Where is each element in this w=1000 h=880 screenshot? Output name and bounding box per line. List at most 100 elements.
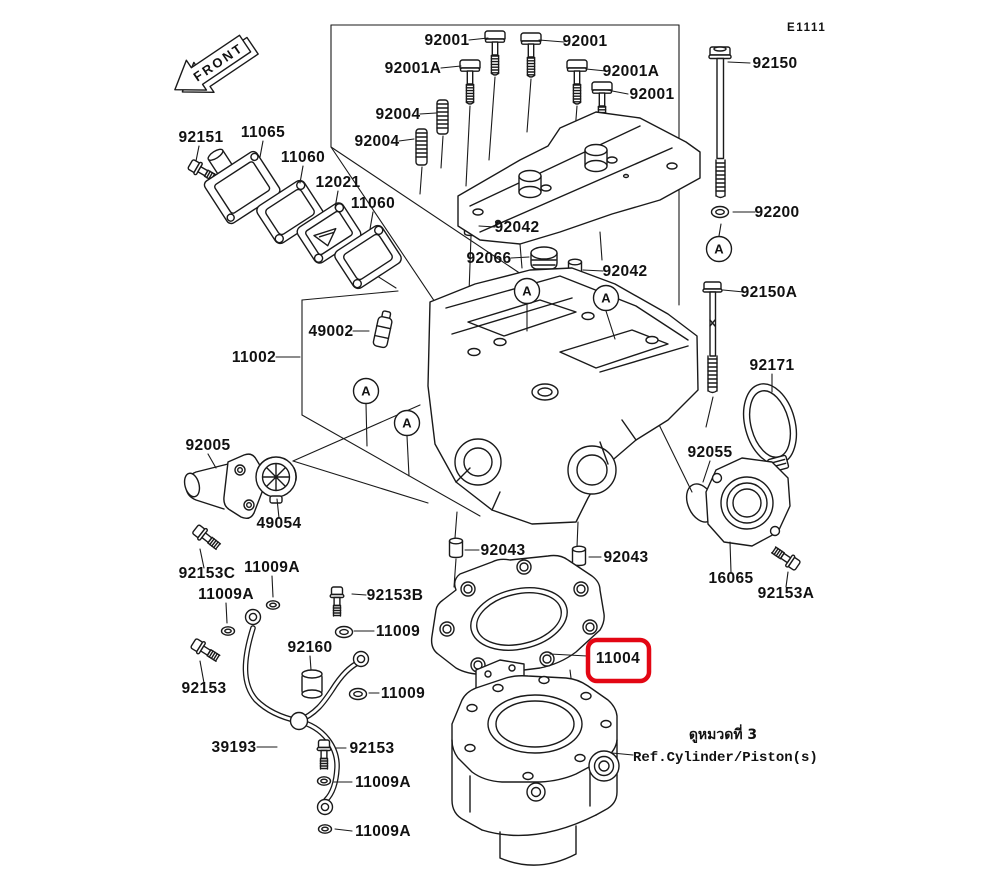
bolt-92153b-drawing — [329, 586, 345, 617]
bolt-92150a-drawing — [702, 281, 723, 394]
view-callout-a: A — [393, 409, 421, 437]
leader-line — [351, 593, 367, 596]
leader-line — [538, 39, 565, 43]
leader-line — [199, 660, 205, 684]
part-label-11009A[interactable]: 11009A — [244, 559, 300, 576]
part-label-92043[interactable]: 92043 — [603, 549, 648, 566]
svg-text:A: A — [714, 242, 724, 257]
svg-text:A: A — [402, 416, 412, 431]
part-label-92160[interactable]: 92160 — [287, 639, 332, 656]
boundary-line — [301, 414, 481, 517]
reference-note-thai: ดูหมวดที่ 3 — [689, 724, 757, 743]
part-label-11009A[interactable]: 11009A — [355, 823, 411, 840]
part-label-11060[interactable]: 11060 — [351, 195, 395, 212]
svg-text:A: A — [361, 384, 371, 399]
leader-line — [369, 211, 374, 230]
bolt-92001-drawing — [520, 32, 542, 78]
leader-line — [334, 828, 353, 832]
alignment-line — [454, 511, 458, 539]
part-label-92001A[interactable]: 92001A — [385, 60, 442, 77]
alignment-line — [705, 396, 714, 428]
part-label-92171[interactable]: 92171 — [749, 357, 794, 374]
damper-92160-drawing — [301, 669, 323, 699]
part-label-92001[interactable]: 92001 — [562, 33, 607, 50]
part-label-92153[interactable]: 92153 — [349, 740, 394, 757]
washer-11009-drawing — [348, 687, 368, 701]
leader-line — [468, 37, 489, 41]
leader-line — [334, 190, 339, 209]
part-label-11004[interactable]: 11004 — [596, 650, 640, 667]
alignment-line — [419, 166, 423, 195]
view-callout-a: A — [592, 284, 620, 312]
callout-leader-line — [718, 223, 722, 237]
part-label-92001[interactable]: 92001 — [629, 86, 674, 103]
alignment-line — [488, 76, 496, 161]
part-label-11009[interactable]: 11009 — [376, 623, 420, 640]
bolt-92153-drawing — [189, 636, 223, 665]
gasket-11060-drawing — [334, 224, 402, 290]
part-label-92001[interactable]: 92001 — [424, 32, 469, 49]
stud-92004-drawing — [415, 99, 449, 166]
part-label-39193[interactable]: 39193 — [211, 739, 256, 756]
part-label-92004[interactable]: 92004 — [354, 133, 399, 150]
leader-line — [606, 89, 629, 95]
part-label-12021[interactable]: 12021 — [315, 174, 360, 191]
head-gasket-11004-drawing — [430, 554, 605, 676]
leader-line — [727, 61, 751, 64]
part-label-92150A[interactable]: 92150A — [741, 284, 798, 301]
svg-text:A: A — [522, 284, 532, 299]
part-label-49054[interactable]: 49054 — [256, 515, 301, 532]
view-callout-a: A — [513, 277, 541, 305]
part-label-92043[interactable]: 92043 — [480, 542, 525, 559]
part-label-11009A[interactable]: 11009A — [355, 774, 411, 791]
bolt-92153-drawing — [316, 739, 332, 770]
part-label-92153C[interactable]: 92153C — [179, 565, 236, 582]
leader-line — [199, 548, 205, 569]
svg-text:A: A — [601, 291, 611, 306]
part-label-92001A[interactable]: 92001A — [603, 63, 660, 80]
part-label-92151[interactable]: 92151 — [178, 129, 223, 146]
callout-leader-line — [365, 403, 368, 447]
part-label-92150[interactable]: 92150 — [752, 55, 797, 72]
cylinder-block-drawing — [451, 659, 620, 866]
part-label-11009[interactable]: 11009 — [381, 685, 425, 702]
leader-line — [195, 145, 200, 162]
part-label-92055[interactable]: 92055 — [687, 444, 732, 461]
water-outlet-92005-drawing — [183, 453, 267, 520]
part-label-11009A[interactable]: 11009A — [198, 586, 254, 603]
part-label-92153B[interactable]: 92153B — [367, 587, 424, 604]
bolt-92001a-drawing — [566, 59, 588, 105]
part-label-92042[interactable]: 92042 — [602, 263, 647, 280]
reference-note-leader — [611, 752, 634, 756]
part-label-92042[interactable]: 92042 — [494, 219, 539, 236]
part-label-92066[interactable]: 92066 — [466, 250, 511, 267]
leader-line — [259, 140, 264, 158]
reference-note-link[interactable]: Ref.Cylinder/Piston(s) — [633, 750, 818, 766]
plug-92066-drawing — [530, 246, 558, 270]
part-label-16065[interactable]: 16065 — [708, 570, 753, 587]
washer-11009-drawing — [334, 625, 354, 639]
view-callout-a: A — [352, 377, 380, 405]
part-label-92200[interactable]: 92200 — [754, 204, 799, 221]
alignment-line — [465, 105, 471, 187]
part-label-92004[interactable]: 92004 — [375, 106, 420, 123]
leader-line — [549, 653, 588, 657]
page-code: E1111 — [787, 22, 826, 34]
part-label-49002[interactable]: 49002 — [308, 323, 353, 340]
part-label-92153A[interactable]: 92153A — [758, 585, 815, 602]
part-label-11002[interactable]: 11002 — [232, 349, 276, 366]
valve-49002-drawing — [372, 310, 393, 349]
reed-valve-12021-drawing — [296, 202, 362, 264]
part-label-11065[interactable]: 11065 — [241, 124, 285, 141]
oil-pipe-39193-drawing — [242, 608, 370, 816]
highlight-box-11004[interactable] — [585, 637, 652, 684]
leader-line — [729, 541, 732, 573]
part-label-92005[interactable]: 92005 — [185, 437, 230, 454]
part-label-92153[interactable]: 92153 — [181, 680, 226, 697]
washer-11009a-drawing — [220, 626, 236, 636]
part-label-11060[interactable]: 11060 — [281, 149, 325, 166]
view-callout-a: A — [705, 235, 733, 263]
front-direction-arrow: FRONT — [174, 34, 259, 93]
cover-11065-drawing — [203, 148, 281, 225]
